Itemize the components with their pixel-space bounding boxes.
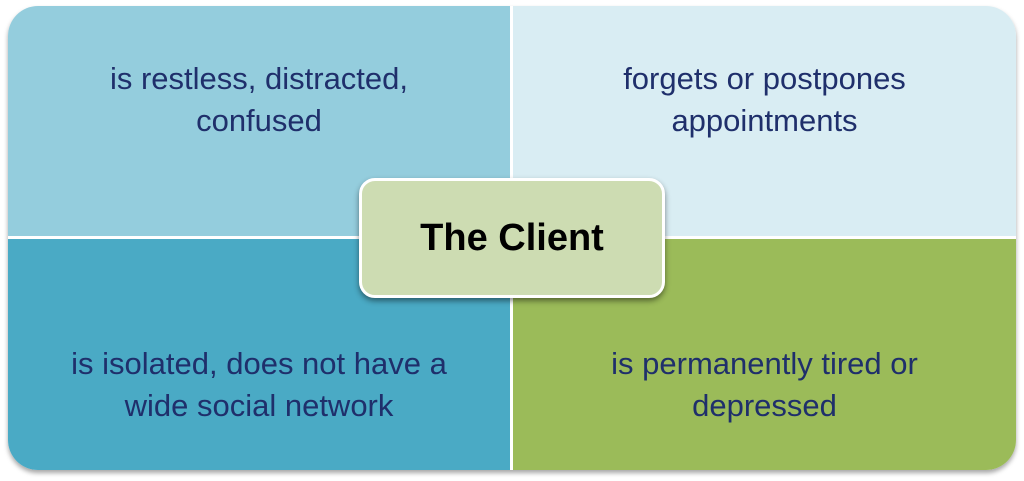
quadrant-text-line: appointments xyxy=(671,103,858,138)
quadrant-bottom-right-text: is permanently tired or depressed xyxy=(611,343,918,427)
center-label-box: The Client xyxy=(359,178,665,298)
quadrant-text-line: wide social network xyxy=(124,388,394,423)
quadrant-text-line: is permanently tired or xyxy=(611,346,918,381)
quadrant-text-line: confused xyxy=(196,103,322,138)
quadrant-text-line: is isolated, does not have a xyxy=(71,346,447,381)
quadrant-bottom-left-text: is isolated, does not have a wide social… xyxy=(71,343,447,427)
quadrant-text-line: is restless, distracted, xyxy=(109,61,409,96)
quadrant-text-line: depressed xyxy=(692,388,837,423)
quadrant-text-line: forgets or postpones xyxy=(623,61,906,96)
quadrant-top-left: is restless, distracted, confused xyxy=(8,6,510,236)
center-label: The Client xyxy=(420,216,604,259)
quadrant-top-left-text: is restless, distracted, confused xyxy=(110,58,408,142)
quadrant-top-right-text: forgets or postpones appointments xyxy=(623,58,906,142)
